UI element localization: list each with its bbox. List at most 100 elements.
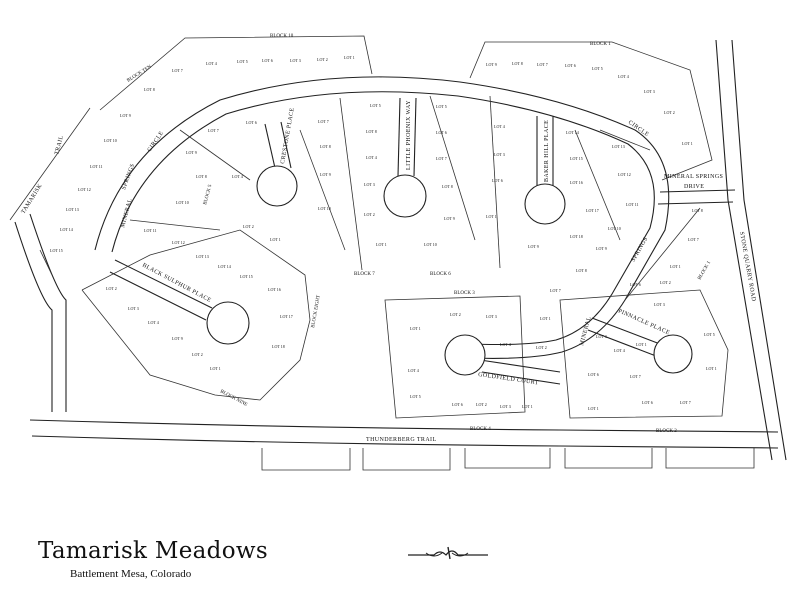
lot-label: LOT 4	[366, 155, 377, 160]
lot-label: LOT 1	[270, 237, 281, 242]
lot-label: LOT 16	[268, 287, 281, 292]
lot-label: LOT 1	[376, 242, 387, 247]
lot-label: LOT 6	[246, 120, 257, 125]
lot-label: LOT 18	[272, 344, 285, 349]
lot-label: LOT 12	[618, 172, 631, 177]
block-7-label: BLOCK 7	[354, 272, 375, 277]
lot-label: LOT 2	[660, 280, 671, 285]
lot-label: LOT 9	[596, 246, 607, 251]
lot-label: LOT 3	[494, 152, 505, 157]
lot-label: LOT 15	[240, 274, 253, 279]
mineral-springs-circle-label-2: SPRINGS	[121, 163, 136, 191]
lot-label: LOT 5	[237, 59, 248, 64]
flourish-ornament-icon	[408, 546, 488, 560]
lot-label: LOT 2	[243, 224, 254, 229]
lot-label: LOT 10	[424, 242, 437, 247]
mineral-springs-circle-label-1: MINERAL	[120, 198, 134, 229]
lot-label: LOT 11	[626, 202, 639, 207]
lot-label: LOT 5	[410, 394, 421, 399]
lot-label: LOT 1	[344, 55, 355, 60]
lot-label: LOT 6	[588, 372, 599, 377]
lot-label: LOT 6	[642, 400, 653, 405]
lot-label: LOT 9	[444, 216, 455, 221]
lot-label: LOT 1	[210, 366, 221, 371]
lot-label: LOT 17	[586, 208, 599, 213]
baker-hill-place-label: BAKER HILL PLACE	[544, 120, 550, 182]
lot-label: LOT 9	[172, 336, 183, 341]
lot-label: LOT 8	[144, 87, 155, 92]
lot-label: LOT 10	[318, 206, 331, 211]
lot-label: LOT 3	[500, 404, 511, 409]
lot-label: LOT 9	[320, 172, 331, 177]
lot-label: LOT 2	[106, 286, 117, 291]
lot-label: LOT 2	[664, 110, 675, 115]
lot-label: LOT 4	[148, 320, 159, 325]
lot-label: LOT 14	[60, 227, 73, 232]
lot-label: LOT 3	[644, 89, 655, 94]
lot-label: LOT 5	[592, 66, 603, 71]
block-4-label: BLOCK 4	[470, 427, 491, 432]
block-ten-label: BLOCK TEN	[126, 65, 153, 84]
lot-label: LOT 1	[410, 326, 421, 331]
lot-label: LOT 6	[436, 130, 447, 135]
lot-label: LOT 8	[512, 61, 523, 66]
lot-label: LOT 7	[550, 288, 561, 293]
pinnacle-place-label: PINNACLE PLACE	[617, 308, 670, 336]
lot-label: LOT 5	[436, 104, 447, 109]
lot-label: LOT 14	[566, 130, 579, 135]
block-5-label: BLOCK 5	[203, 184, 213, 206]
lot-label: LOT 3	[128, 306, 139, 311]
lot-label: LOT 12	[172, 240, 185, 245]
lot-label: LOT 18	[570, 234, 583, 239]
lot-label: LOT 4	[408, 368, 419, 373]
lot-label: LOT 1	[706, 366, 717, 371]
lot-label: LOT 2	[450, 312, 461, 317]
lot-label: LOT 11	[144, 228, 157, 233]
block-nine-label: BLOCK NINE	[219, 389, 248, 408]
lot-label: LOT 6	[565, 63, 576, 68]
lot-label: LOT 13	[612, 144, 625, 149]
black-sulphur-place-label: BLACK SULPHUR PLACE	[141, 262, 212, 304]
tamarisk-trail-label: TRAIL	[54, 135, 65, 156]
lot-label: LOT 8	[442, 184, 453, 189]
lot-label: LOT 13	[196, 254, 209, 259]
block-1-east-label: BLOCK 1	[697, 260, 712, 281]
lot-label: LOT 9	[486, 62, 497, 67]
lot-label: LOT 7	[208, 128, 219, 133]
map-title: Tamarisk Meadows	[38, 538, 268, 564]
mineral-springs-drive-label-2: DRIVE	[684, 184, 704, 190]
circle-east-label: CIRCLE	[627, 120, 650, 139]
lot-label: LOT 8	[692, 208, 703, 213]
lot-label: LOT 1	[486, 214, 497, 219]
mineral-springs-drive-label: MINERAL SPRINGS	[664, 174, 723, 180]
lot-label: LOT 13	[66, 207, 79, 212]
lot-label: LOT 6	[262, 58, 273, 63]
lot-label: LOT 4	[494, 124, 505, 129]
lot-label: LOT 2	[536, 345, 547, 350]
lot-label: LOT 3	[596, 334, 607, 339]
lot-label: LOT 8	[320, 144, 331, 149]
lot-label: LOT 4	[232, 174, 243, 179]
block-10-label: BLOCK 10	[270, 34, 294, 39]
goldfield-court-label: GOLDFIELD COURT	[478, 372, 539, 386]
lot-label: LOT 6	[452, 402, 463, 407]
lot-label: LOT 4	[614, 348, 625, 353]
lot-label: LOT 1	[540, 316, 551, 321]
lot-label: LOT 15	[570, 156, 583, 161]
lot-label: LOT 2	[476, 402, 487, 407]
block-2-label: BLOCK 2	[656, 429, 677, 434]
stone-quarry-road-label: STONE QUARRY ROAD	[738, 231, 756, 302]
block-3-label: BLOCK 3	[454, 291, 475, 296]
lot-label: LOT 7	[318, 119, 329, 124]
block-labels: BLOCK 10 BLOCK 1 BLOCK TEN BLOCK 7 BLOCK…	[126, 34, 712, 434]
lot-label: LOT 14	[218, 264, 231, 269]
lot-label: LOT 12	[78, 187, 91, 192]
lot-labels: LOT 4 LOT 5 LOT 6 LOT 3 LOT 2 LOT 1 LOT …	[50, 55, 717, 411]
lot-label: LOT 5	[704, 332, 715, 337]
lot-label: LOT 3	[364, 182, 375, 187]
lot-label: LOT 7	[436, 156, 447, 161]
lot-label: LOT 2	[317, 57, 328, 62]
lot-label: LOT 15	[50, 248, 63, 253]
lot-label: LOT 9	[528, 244, 539, 249]
